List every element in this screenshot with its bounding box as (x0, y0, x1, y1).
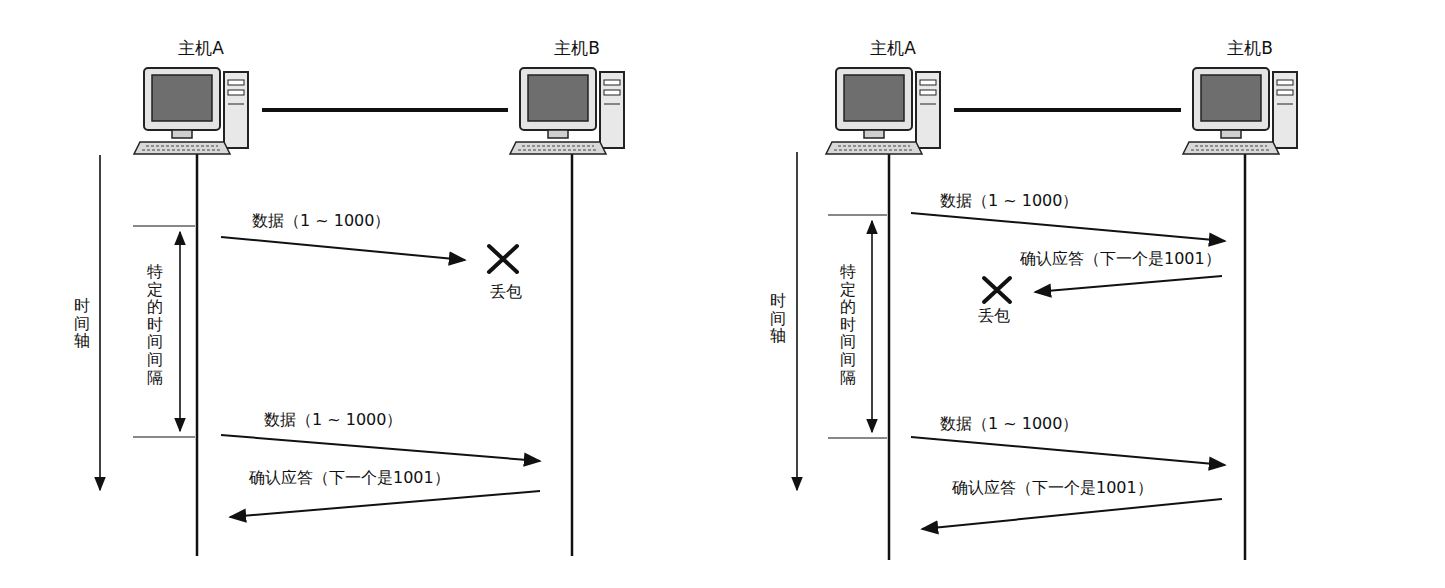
message-arrow (911, 437, 1225, 465)
lifeline (571, 152, 574, 556)
message-label: 丢包 (488, 282, 524, 301)
message-label: 数据（1 ~ 1000） (262, 410, 404, 429)
host-computer: 主机B (508, 38, 638, 158)
lifeline (1244, 152, 1247, 560)
message-arrow (230, 491, 540, 517)
network-link (262, 108, 508, 112)
host-computer: 主机A (132, 38, 262, 158)
message-label: 确认应答（下一个是1001） (950, 478, 1155, 497)
bracket-tick (828, 215, 887, 216)
lifeline (888, 152, 891, 560)
bracket-tick (133, 437, 195, 438)
time-axis (99, 155, 101, 490)
message-label: 数据（1 ~ 1000） (250, 211, 392, 230)
message-label: 确认应答（下一个是1001） (1018, 249, 1223, 268)
vertical-label: 时间轴 (770, 291, 786, 346)
message-label: 丢包 (976, 306, 1012, 325)
network-link (954, 108, 1181, 112)
interval-arrow (871, 221, 873, 432)
message-arrow (221, 435, 540, 461)
host-label: 主机B (508, 38, 646, 58)
vertical-label: 特定的时间间隔 (147, 262, 163, 387)
vertical-label: 时间轴 (74, 296, 90, 351)
message-label: 数据（1 ~ 1000） (938, 414, 1080, 433)
message-label: 数据（1 ~ 1000） (938, 191, 1080, 210)
host-computer: 主机B (1181, 38, 1311, 158)
computer-icon (132, 60, 262, 158)
message-arrow (1035, 276, 1222, 292)
message-arrow (221, 237, 465, 260)
computer-icon (824, 60, 954, 158)
loss-cross (984, 278, 1010, 302)
vertical-label: 特定的时间间隔 (840, 262, 856, 387)
computer-icon (1181, 60, 1311, 158)
message-arrow (911, 213, 1225, 241)
lifeline (196, 152, 199, 556)
message-label: 确认应答（下一个是1001） (247, 468, 452, 487)
time-axis (796, 152, 798, 490)
loss-cross (489, 246, 517, 272)
interval-arrow (179, 232, 181, 431)
message-arrow (922, 499, 1222, 529)
bracket-tick (828, 438, 887, 439)
bracket-tick (133, 226, 195, 227)
host-label: 主机A (132, 38, 270, 58)
computer-icon (508, 60, 638, 158)
host-label: 主机B (1181, 38, 1319, 58)
host-label: 主机A (824, 38, 962, 58)
host-computer: 主机A (824, 38, 954, 158)
